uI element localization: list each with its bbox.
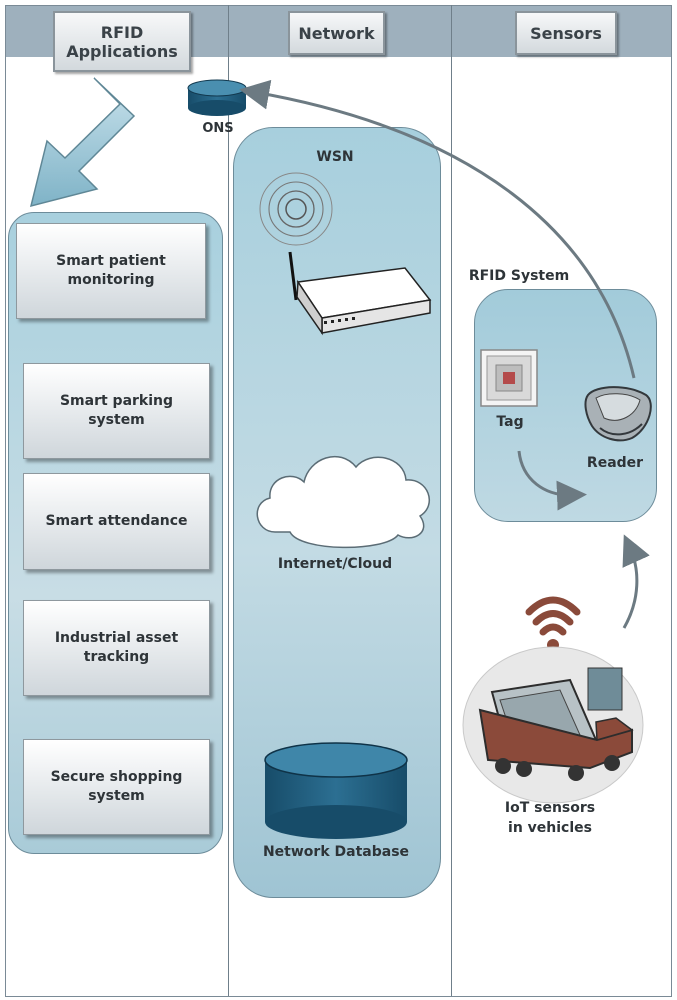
rfid-system-label: RFID System <box>468 268 570 284</box>
ons-database-icon <box>187 79 247 116</box>
column-divider-left <box>228 5 229 996</box>
vehicle-sensors-label: IoT sensors in vehicles <box>504 800 596 836</box>
wireless-router-icon <box>259 172 432 336</box>
truck-icon <box>462 646 644 804</box>
header-network: Network <box>288 11 385 55</box>
app-secure-shopping-system: Secure shopping system <box>23 739 210 835</box>
app-smart-patient-monitoring: Smart patient monitoring <box>16 223 206 319</box>
app-industrial-asset-tracking: Industrial asset tracking <box>23 600 210 696</box>
app-smart-attendance: Smart attendance <box>23 473 210 570</box>
rfid-tag-icon <box>480 349 538 407</box>
applications-arrow <box>29 77 136 208</box>
tag-label: Tag <box>496 414 524 430</box>
vehicle-to-rfid-arrow <box>622 534 650 629</box>
wifi-signal-icon <box>525 596 581 636</box>
database-icon <box>264 742 408 839</box>
app-smart-parking-system: Smart parking system <box>23 363 210 459</box>
header-sensors: Sensors <box>515 11 617 55</box>
header-rfid-applications: RFID Applications <box>53 11 191 72</box>
rfid-reader-icon <box>584 386 652 442</box>
reader-label: Reader <box>586 455 644 471</box>
cloud-label: Internet/Cloud <box>277 556 393 572</box>
diagram-frame <box>5 5 672 997</box>
wsn-label: WSN <box>316 149 354 165</box>
reader-to-ons-arrow <box>239 79 636 379</box>
cloud-icon <box>256 455 431 549</box>
column-divider-right <box>451 5 452 996</box>
database-label: Network Database <box>262 844 410 860</box>
tag-to-reader-arrow <box>517 450 587 511</box>
ons-label: ONS <box>202 121 234 136</box>
